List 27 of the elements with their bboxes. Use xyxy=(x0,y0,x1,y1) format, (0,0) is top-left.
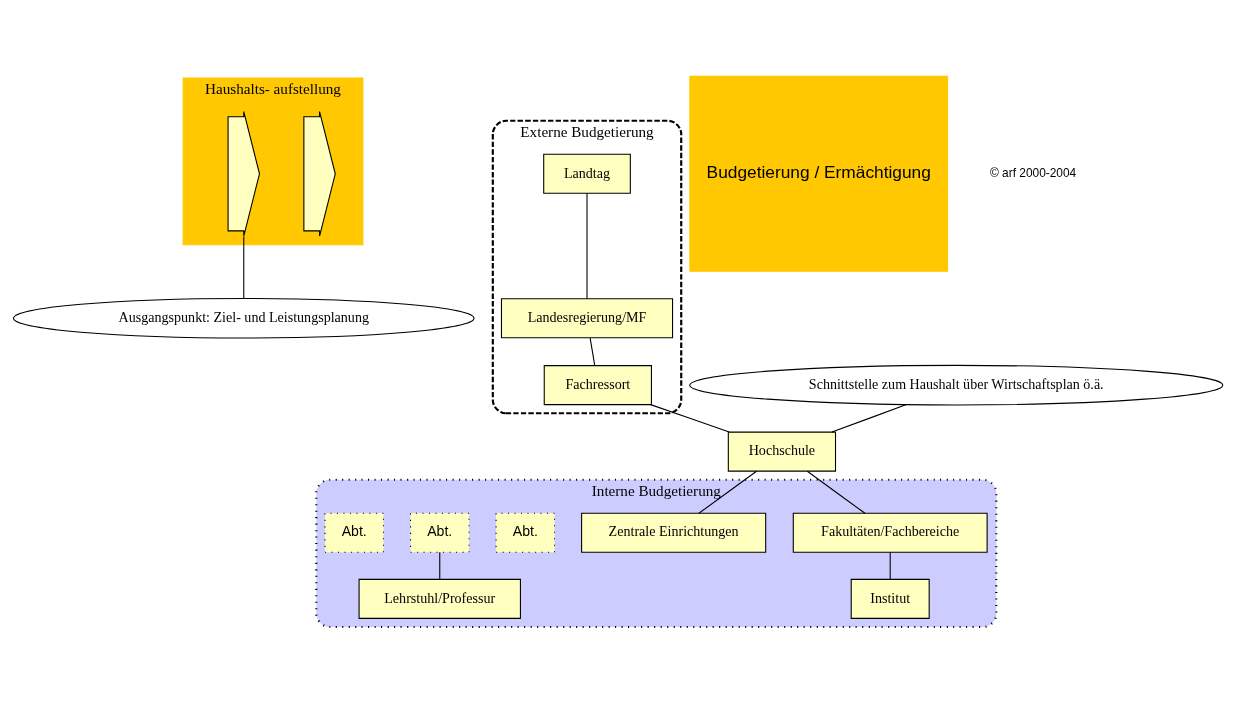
node-box: Zentrale Einrichtungen xyxy=(581,512,767,553)
connector xyxy=(806,470,866,514)
connector xyxy=(589,337,596,366)
node-box: Fakultäten/Fachbereiche xyxy=(792,512,988,553)
node-box: Abt. xyxy=(409,512,470,553)
node-box: Landtag xyxy=(543,153,631,194)
connector xyxy=(698,470,758,514)
node-box: Landesregierung/MF xyxy=(500,297,674,338)
node-ellipse: Ausgangspunkt: Ziel- und Leistungsplanung xyxy=(12,297,475,339)
node-box: Hochschule xyxy=(727,431,837,472)
node-box: Lehrstuhl/Professur xyxy=(358,578,521,619)
node-box: Abt. xyxy=(495,512,556,553)
node-arrow xyxy=(303,110,336,237)
connector xyxy=(831,403,907,433)
connector xyxy=(650,403,730,433)
cluster: Haushalts- aufstellung xyxy=(182,76,364,245)
connector xyxy=(586,192,588,299)
connector xyxy=(243,235,245,299)
node-arrow xyxy=(227,110,261,237)
node-box: Budgetierung / Ermächtigung xyxy=(689,75,949,272)
connector xyxy=(889,551,891,580)
node-box: Abt. xyxy=(324,512,384,553)
node-box: Fachressort xyxy=(543,364,652,405)
node-box: Institut xyxy=(850,578,930,619)
label: © arf 2000-2004 xyxy=(990,165,1077,180)
connector xyxy=(439,551,441,580)
node-ellipse: Schnittstelle zum Haushalt über Wirtschaftsplan ö.ä. xyxy=(689,364,1224,405)
